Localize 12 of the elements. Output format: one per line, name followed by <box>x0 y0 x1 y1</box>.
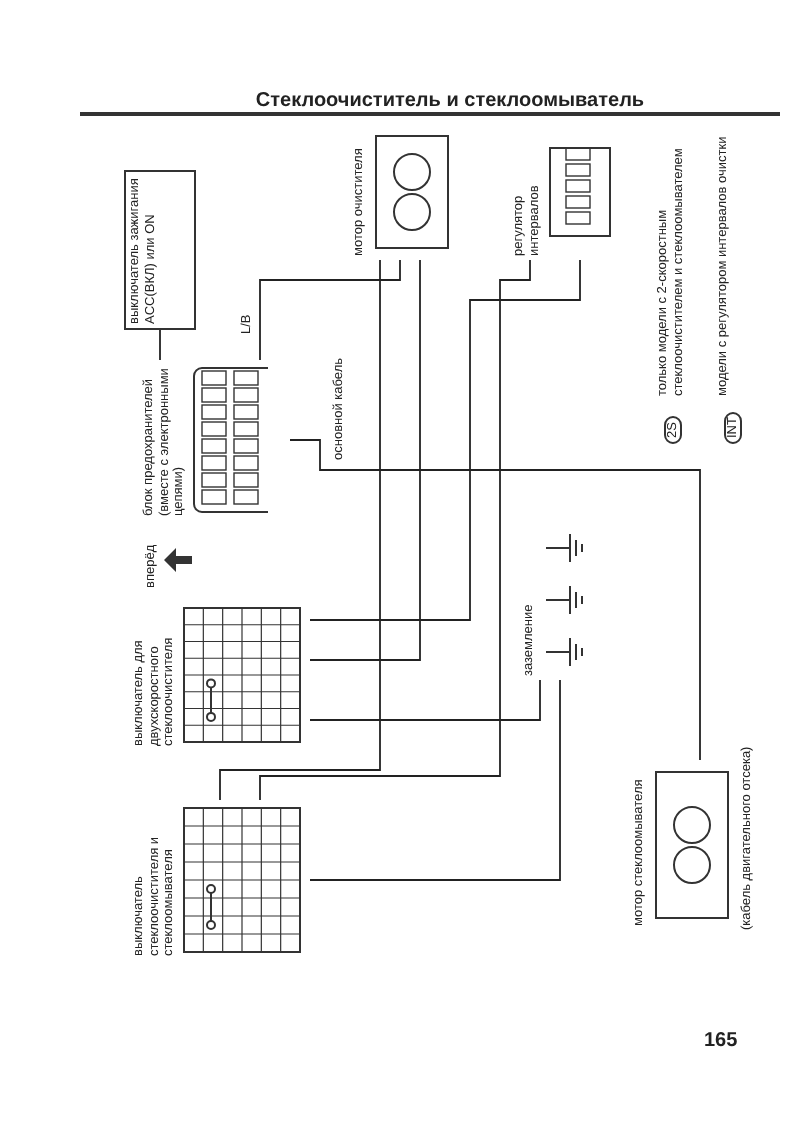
wire <box>309 259 421 661</box>
switch-label-box <box>124 170 196 330</box>
wire <box>309 679 561 881</box>
page-number: 165 <box>704 1030 738 1052</box>
wire <box>309 679 541 721</box>
wire <box>309 259 581 621</box>
wire <box>219 259 381 801</box>
page-title: Стеклоочиститель и стеклоомыватель <box>255 90 645 112</box>
wire <box>259 259 401 361</box>
wire <box>159 329 161 361</box>
wire <box>289 439 701 761</box>
wire <box>259 259 531 801</box>
